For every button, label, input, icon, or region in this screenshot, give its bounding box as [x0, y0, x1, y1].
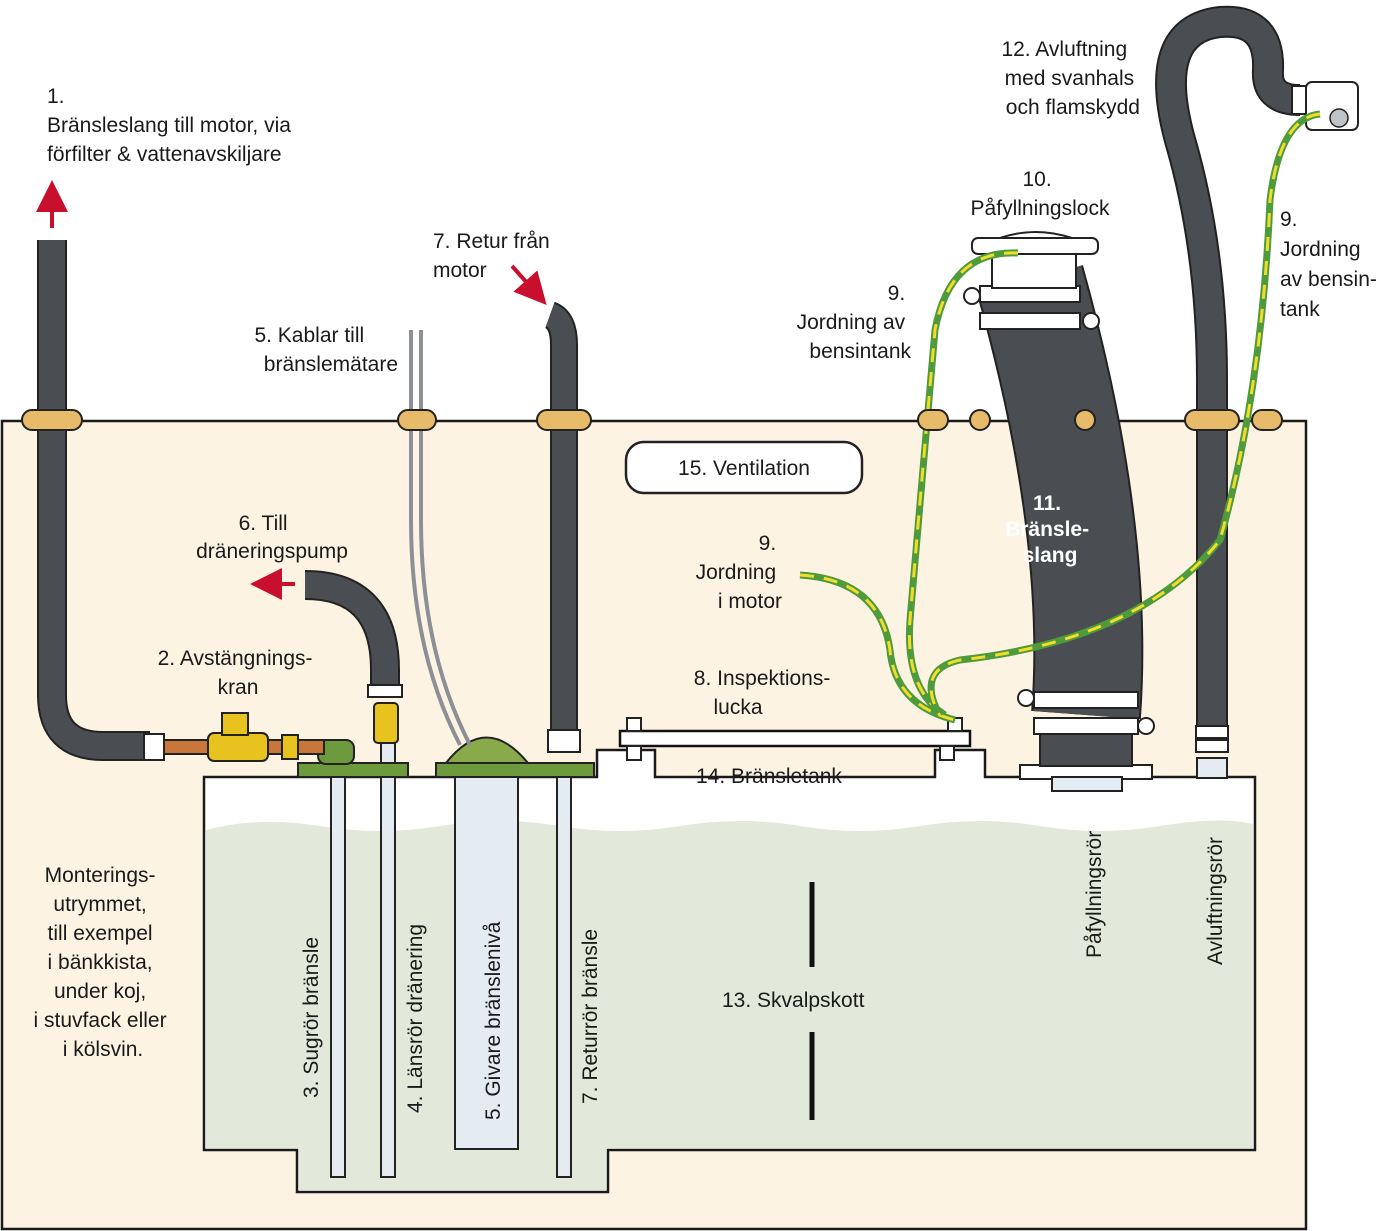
label-10: 10. Påfyllningslock: [971, 168, 1110, 220]
label-mounting-space: Monterings- utrymmet, till exempel i bän…: [34, 864, 173, 1061]
filler-cap-top: [999, 231, 1073, 239]
grommet-2: [397, 409, 437, 431]
ground-wire-vent: [927, 110, 1321, 718]
hatch-bolt-right-under: [939, 745, 955, 761]
label-9-vent: 9. Jordning av bensin- tank: [1280, 208, 1383, 321]
grommet-5: [969, 409, 991, 431]
vent-hose-clamp-1: [1195, 725, 1229, 739]
vent-stub: [1196, 757, 1228, 779]
grommet-6: [1074, 409, 1096, 431]
label-3-vertical: 3. Sugrör bränsle: [300, 937, 323, 1098]
clamp-screw-3: [1017, 689, 1035, 707]
vent-hose-fill: [1157, 7, 1301, 734]
grommet-4: [917, 409, 949, 431]
drain-tube: [380, 776, 396, 1178]
filler-neck: [991, 253, 1077, 289]
fill-hose-lower-stub: [1039, 733, 1133, 767]
grommet-1: [21, 409, 83, 431]
label-fill-pipe: Påfyllningsrör: [1083, 831, 1106, 958]
label-11: 11. Bränsle- slang: [1005, 492, 1095, 567]
sensor-cable-1: [409, 330, 462, 746]
fitting-plate-sensor: [435, 762, 595, 778]
hose-clamp-valve: [143, 733, 165, 761]
label-15: 15. Ventilation: [678, 457, 810, 480]
clamp-screw-2: [1082, 312, 1100, 330]
label-5-cables: 5. Kablar till bränslemätare: [254, 324, 398, 376]
ground-wire-cap: [905, 249, 1019, 718]
ground-wire-motor: [799, 571, 956, 724]
filler-cap: [971, 237, 1099, 255]
label-14: 14. Bränsletank: [696, 765, 842, 788]
suction-tube: [330, 776, 346, 1178]
label-7-vertical: 7. Returrör bränsle: [579, 929, 602, 1104]
arrow-return-from-motor: [510, 264, 547, 305]
clamp-screw-4: [1137, 717, 1155, 735]
grommet-7: [1184, 409, 1240, 431]
drain-valve: [373, 702, 399, 744]
label-8: 8. Inspektions- lucka: [694, 667, 836, 719]
sensor-dome: [443, 736, 531, 764]
label-1: 1. Bränsleslang till motor, via förfilte…: [47, 85, 297, 166]
level-sensor: [454, 776, 519, 1150]
label-2: 2. Avstängnings- kran: [158, 647, 319, 699]
fill-hose-clamp-bottom-2: [1033, 717, 1139, 735]
label-12: 12. Avluftning med svanhals och flamskyd…: [1001, 38, 1140, 119]
label-7-return: 7. Retur från motor: [433, 230, 556, 282]
hatch-bolt-left-under: [626, 745, 642, 761]
label-vent-pipe: Avluftningsrör: [1204, 837, 1227, 965]
clamp-screw-1: [963, 287, 981, 305]
copper-pipe-1: [163, 739, 215, 755]
label-9-cap: 9. Jordning av bensintank: [797, 282, 912, 363]
vent-fitting-collar: [1291, 85, 1307, 115]
fill-hose-clamp-top-2: [979, 312, 1081, 330]
grommet-3: [536, 409, 592, 431]
vent-hose-clamp-2: [1195, 739, 1229, 753]
ventilation-box: [624, 440, 864, 495]
drain-pipe-stub: [380, 742, 396, 764]
fill-neck-stub: [1051, 776, 1123, 792]
inspection-hatch: [618, 729, 972, 748]
valve-body: [207, 732, 269, 762]
label-9-motor: 9. Jordning i motor: [696, 532, 782, 613]
return-hose-clamp: [547, 729, 581, 753]
sensor-cable-2: [419, 330, 472, 746]
fill-hose-fill: [978, 265, 1142, 719]
fitting-plate-left: [297, 762, 409, 778]
drain-hose-clamp: [367, 684, 403, 698]
fuel-hose-to-motor-fill: [39, 240, 150, 759]
grommet-8: [1251, 409, 1283, 431]
label-5-vertical: 5. Givare bränslenivå: [482, 921, 505, 1120]
label-4-vertical: 4. Länsrör dränering: [404, 924, 427, 1113]
return-tube: [556, 776, 572, 1178]
fill-hose-clamp-bottom-1: [1033, 691, 1139, 709]
hatch-bolt-left: [626, 717, 642, 732]
drain-pump-hose-fill: [304, 572, 398, 690]
valve-handle: [221, 712, 249, 736]
brass-coupling: [281, 734, 299, 760]
flame-screen-icon: [1329, 108, 1349, 128]
return-hose-fill: [544, 303, 576, 732]
label-6: 6. Till dräneringspump: [196, 512, 348, 563]
label-13: 13. Skvalpskott: [722, 989, 865, 1012]
